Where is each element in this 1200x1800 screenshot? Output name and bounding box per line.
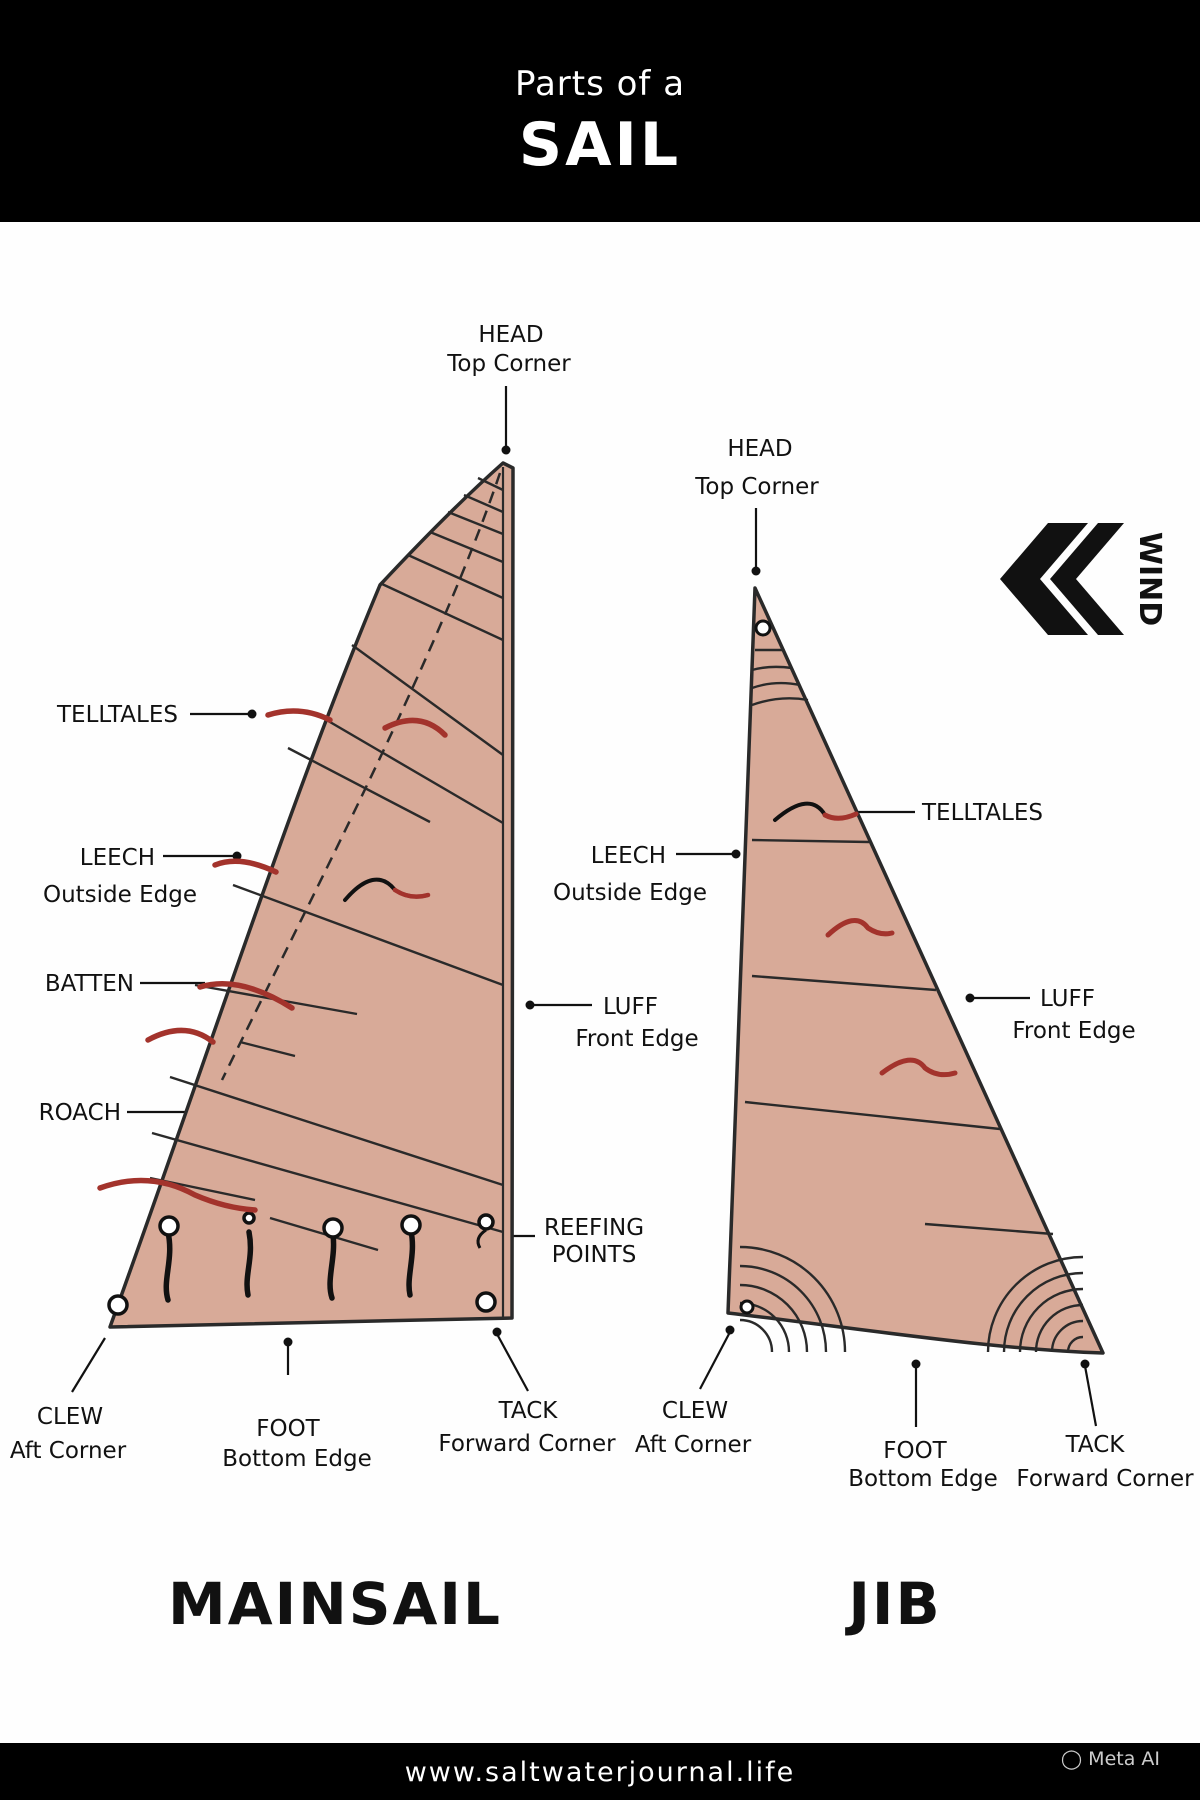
meta-ai-label: Meta AI	[1088, 1748, 1160, 1770]
leader-dots	[232, 445, 1090, 1369]
reef-grommets	[107, 1211, 497, 1316]
mainsail-title: MAINSAIL	[168, 1570, 502, 1638]
jib-clew-title: CLEW	[662, 1398, 728, 1424]
main-head-sub: Top Corner	[446, 351, 571, 377]
jib-telltales-label: TELLTALES	[921, 800, 1043, 826]
main-luff-sub: Front Edge	[575, 1026, 698, 1052]
header-subtitle: Parts of a	[514, 64, 686, 104]
main-head-title: HEAD	[478, 322, 543, 348]
jib-luff-title: LUFF	[1040, 986, 1095, 1012]
main-roach-label: ROACH	[39, 1100, 121, 1126]
jib-shape	[726, 586, 1105, 1355]
main-foot-title: FOOT	[256, 1416, 320, 1442]
main-clew-sub: Aft Corner	[10, 1438, 127, 1464]
main-tack-title: TACK	[498, 1398, 559, 1424]
header-banner: Parts of a SAIL	[0, 0, 1200, 222]
mainsail-labels: HEAD Top Corner TELLTALES LEECH Outside …	[10, 322, 699, 1638]
jib-clew-sub: Aft Corner	[635, 1432, 752, 1458]
main-batten-label: BATTEN	[45, 971, 134, 997]
header-title: SAIL	[518, 110, 682, 180]
jib-grommets	[739, 619, 772, 1315]
main-telltales-label: TELLTALES	[56, 702, 178, 728]
mainsail-shape	[97, 461, 515, 1329]
main-reefing-line1: REEFING	[544, 1215, 644, 1241]
jib-labels: HEAD Top Corner TELLTALES LEECH Outside …	[553, 436, 1194, 1638]
jib-leech-sub: Outside Edge	[553, 880, 707, 906]
jib-panel-seams	[739, 648, 1084, 1353]
jib-tack-sub: Forward Corner	[1016, 1466, 1194, 1492]
mainsail-telltales	[97, 708, 448, 1213]
meta-ai-ring-icon: ◯	[1060, 1748, 1083, 1770]
double-chevron-left-icon	[1000, 523, 1088, 635]
main-luff-title: LUFF	[603, 994, 658, 1020]
jib-luff-sub: Front Edge	[1012, 1018, 1135, 1044]
reef-ties	[163, 1228, 416, 1303]
wind-label: WIND	[1132, 532, 1167, 626]
jib-head-sub: Top Corner	[694, 474, 819, 500]
main-reefing-line2: POINTS	[552, 1242, 637, 1268]
jib-leech-title: LEECH	[591, 843, 666, 869]
main-clew-title: CLEW	[37, 1404, 103, 1430]
leader-lines	[71, 386, 1098, 1427]
footer-banner: www.saltwaterjournal.life ◯ Meta AI	[0, 1743, 1200, 1800]
meta-ai-badge: ◯ Meta AI	[1061, 1748, 1160, 1770]
tack-reef-line	[476, 1228, 487, 1249]
wind-indicator: WIND	[1000, 523, 1167, 635]
jib-title: JIB	[844, 1570, 941, 1638]
main-leech-sub: Outside Edge	[43, 882, 197, 908]
jib-foot-title: FOOT	[883, 1438, 947, 1464]
footer-url[interactable]: www.saltwaterjournal.life	[404, 1757, 796, 1788]
jib-head-title: HEAD	[727, 436, 792, 462]
main-leech-title: LEECH	[80, 845, 155, 871]
jib-foot-sub: Bottom Edge	[848, 1466, 998, 1492]
jib-telltales	[822, 811, 958, 1078]
main-tack-sub: Forward Corner	[438, 1431, 616, 1457]
jib-tack-title: TACK	[1065, 1432, 1126, 1458]
main-foot-sub: Bottom Edge	[222, 1446, 372, 1472]
